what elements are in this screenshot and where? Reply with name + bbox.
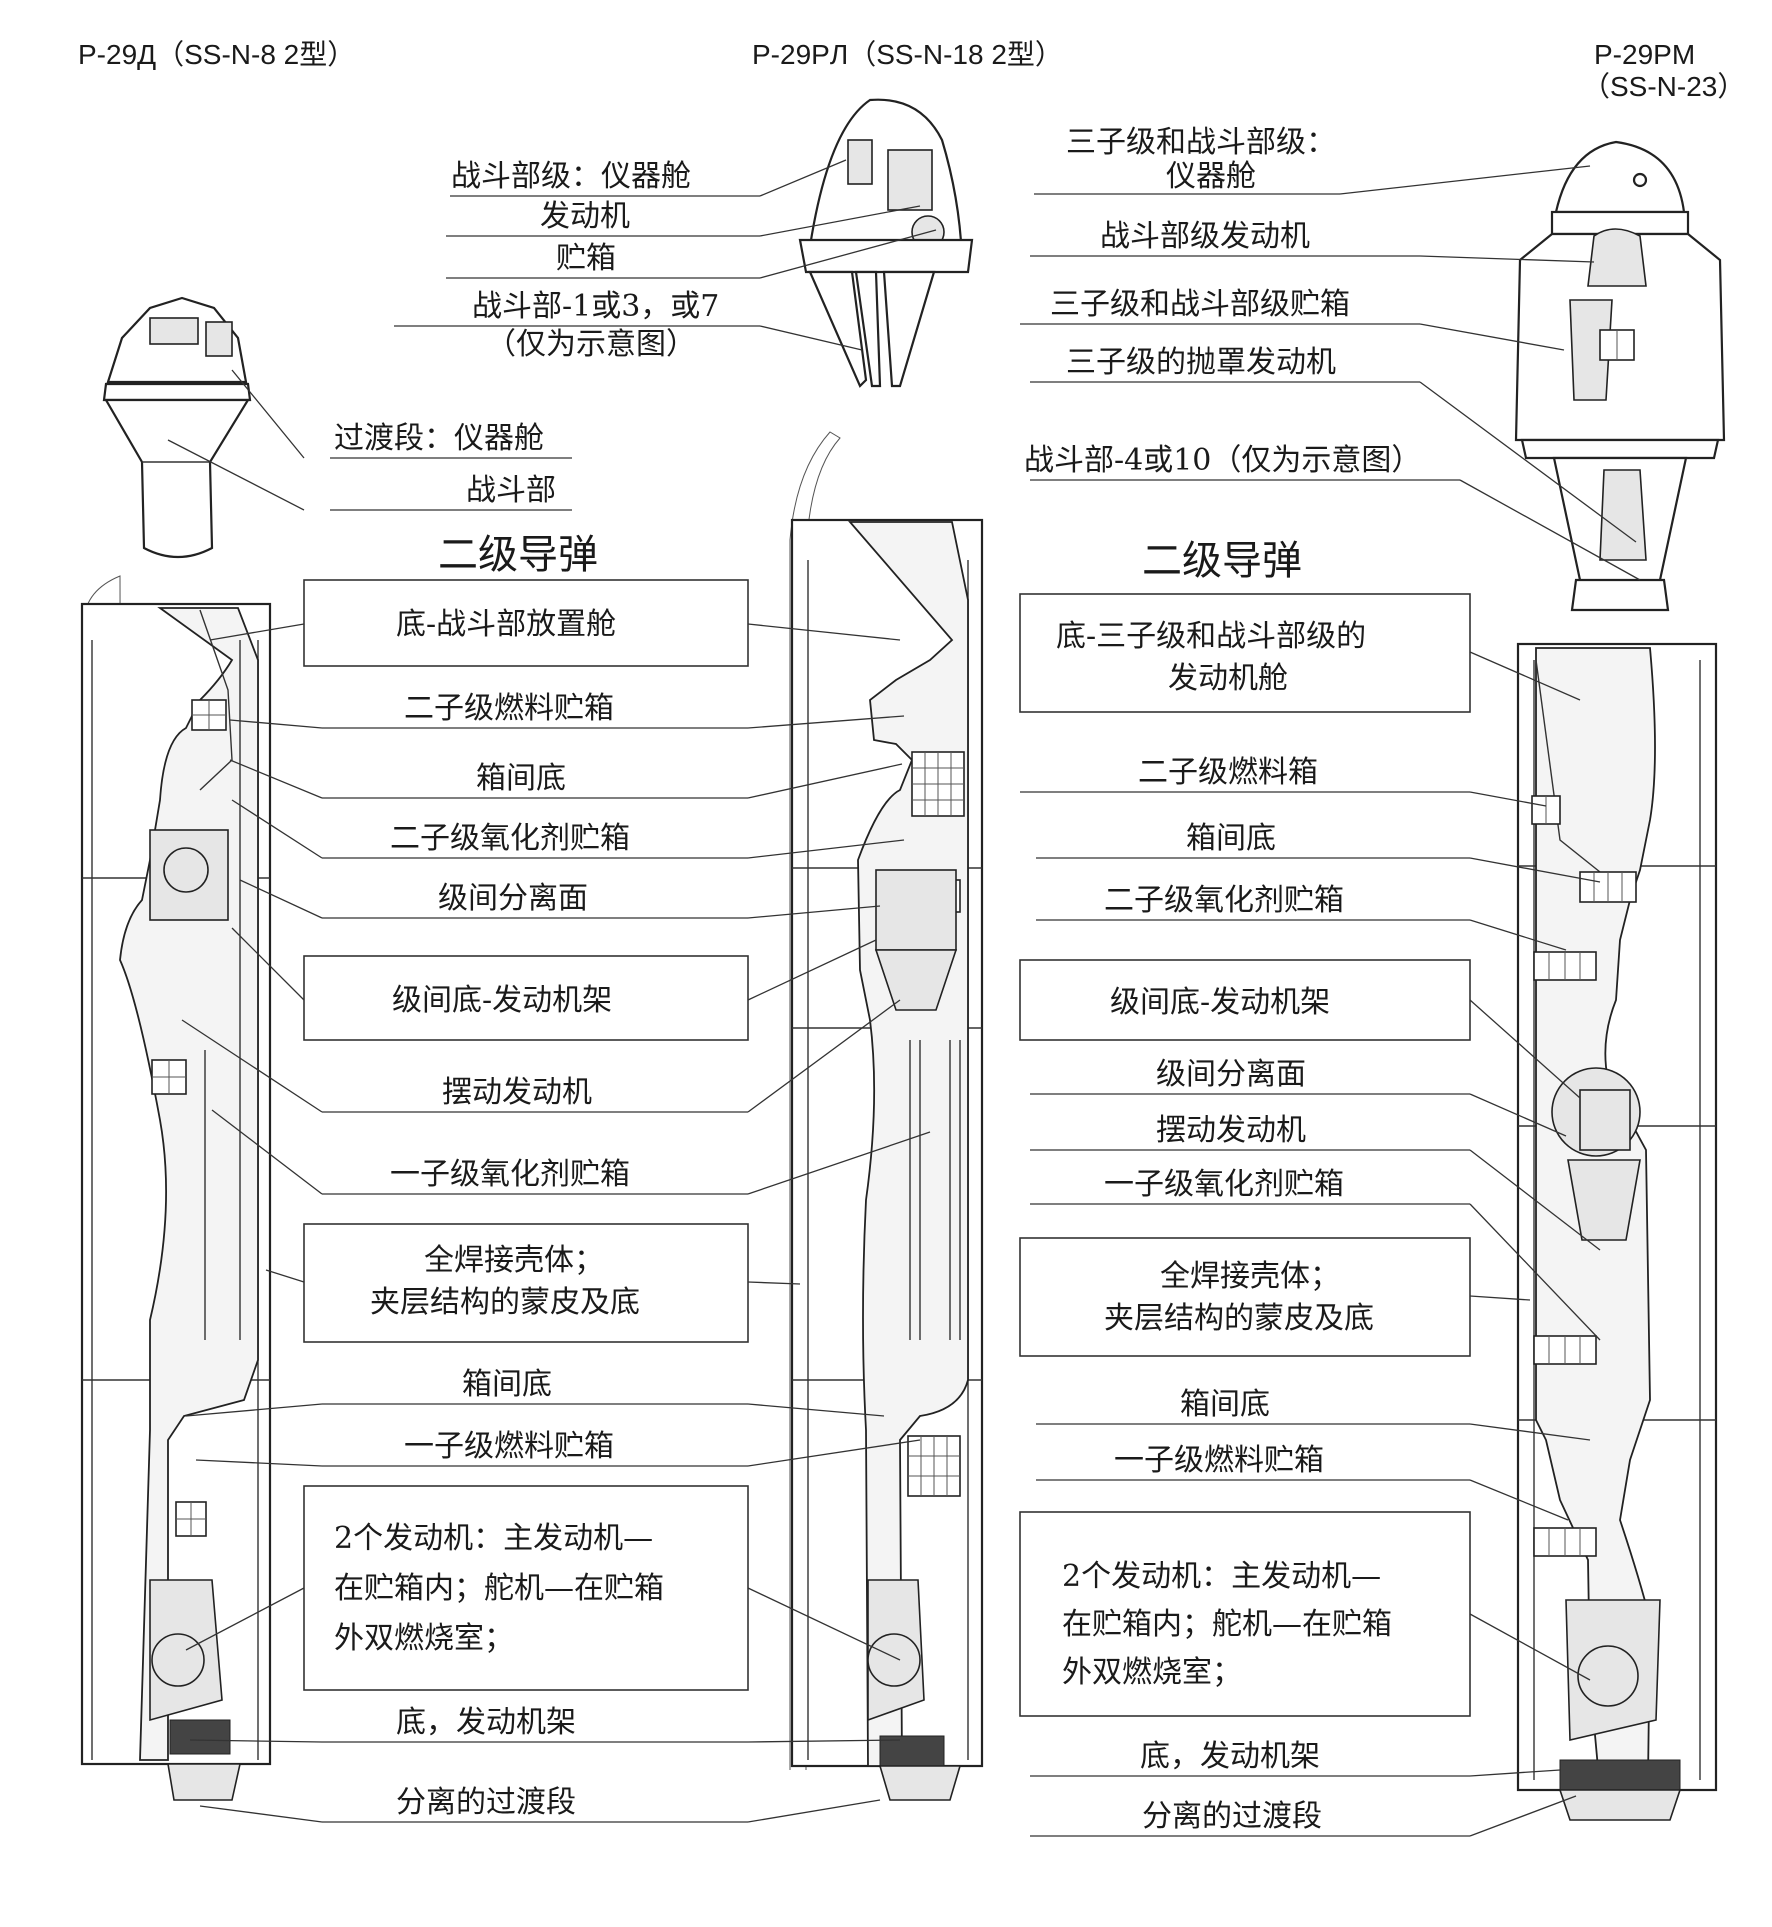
label-warheads-right: 战斗部-4或10（仅为示意图）	[1024, 443, 1421, 478]
label-welded-hull-right-1: 全焊接壳体；	[1160, 1259, 1340, 1294]
missile-r29rl	[789, 98, 984, 1801]
r29rl-warhead-stage	[798, 98, 974, 388]
leader-lines	[167, 159, 1641, 1837]
label-warhead-bay: 底-战斗部放置舱	[396, 607, 616, 642]
label-bus-engine-right: 战斗部级发动机	[1100, 219, 1310, 254]
section-two-stage-left: 二级导弹	[438, 532, 598, 578]
label-s1-fuel-right: 一子级燃料贮箱	[1114, 1443, 1324, 1478]
label-intertank-bulkhead-1: 箱间底	[476, 761, 566, 796]
label-gimbal-right: 摆动发动机	[1156, 1113, 1306, 1148]
label-intertank-right-1: 箱间底	[1186, 821, 1276, 856]
label-bus-instrument: 战斗部级：仪器舱	[451, 159, 691, 194]
label-s3-jettison-engine: 三子级的抛罩发动机	[1066, 345, 1336, 380]
label-engines-right-1: 2个发动机：主发动机—	[1062, 1559, 1381, 1594]
r29rm-third-stage	[1514, 140, 1726, 612]
label-bus-tank: 贮箱	[556, 241, 616, 276]
missile-r29d	[80, 296, 272, 1801]
label-separation-right: 级间分离面	[1156, 1057, 1306, 1092]
title-r29rm: P-29PM	[1594, 39, 1695, 70]
label-s3-instrument-1: 三子级和战斗部级：	[1066, 125, 1336, 160]
missile-r29rm	[1514, 140, 1726, 1821]
label-separated-adapter: 分离的过渡段	[396, 1785, 576, 1820]
title-r29rl: P-29PЛ（SS-N-18 2型）	[752, 39, 1063, 70]
label-s1-oxidizer-right: 一子级氧化剂贮箱	[1104, 1167, 1344, 1202]
label-bus-engine: 发动机	[540, 199, 630, 234]
label-separated-adapter-right: 分离的过渡段	[1142, 1799, 1322, 1834]
label-intertank-right-2: 箱间底	[1180, 1387, 1270, 1422]
label-engine-frame-right: 级间底-发动机架	[1110, 985, 1330, 1020]
label-stage-separation: 级间分离面	[438, 881, 588, 916]
label-s3-engine-bay-1: 底-三子级和战斗部级的	[1056, 619, 1366, 654]
label-left-warhead: 战斗部	[466, 473, 556, 508]
label-warheads-note: （仅为示意图）	[486, 327, 696, 362]
label-s2-fuel-tank: 二子级燃料贮箱	[404, 691, 614, 726]
label-gimbal-engine: 摆动发动机	[442, 1075, 592, 1110]
label-warheads-count: 战斗部-1或3，或7	[472, 289, 719, 324]
label-s2-oxidizer-right: 二子级氧化剂贮箱	[1104, 883, 1344, 918]
label-left-adapter: 过渡段：仪器舱	[334, 421, 544, 456]
label-underlines	[322, 193, 1470, 1837]
label-engines-3: 外双燃烧室；	[334, 1621, 514, 1656]
label-bottom-frame-right: 底，发动机架	[1140, 1739, 1320, 1774]
label-engines-right-2: 在贮箱内；舵机—在贮箱	[1062, 1607, 1392, 1642]
label-s2-fuel-right: 二子级燃料箱	[1138, 755, 1318, 790]
r29d-warhead	[102, 296, 252, 558]
section-two-stage-right: 二级导弹	[1142, 538, 1302, 584]
label-engines-right-3: 外双燃烧室；	[1062, 1655, 1242, 1690]
label-engines-1: 2个发动机：主发动机—	[334, 1521, 653, 1556]
label-engine-frame: 级间底-发动机架	[392, 983, 612, 1018]
label-engines-2: 在贮箱内；舵机—在贮箱	[334, 1571, 664, 1606]
label-intertank-bulkhead-2: 箱间底	[462, 1367, 552, 1402]
label-s3-tanks: 三子级和战斗部级贮箱	[1050, 287, 1350, 322]
label-s2-oxidizer-tank: 二子级氧化剂贮箱	[390, 821, 630, 856]
label-welded-hull-right-2: 夹层结构的蒙皮及底	[1104, 1301, 1374, 1336]
label-s1-fuel-tank: 一子级燃料贮箱	[404, 1429, 614, 1464]
label-bottom-engine-frame: 底，发动机架	[396, 1705, 576, 1740]
label-welded-hull-2: 夹层结构的蒙皮及底	[370, 1285, 640, 1320]
label-s1-oxidizer-tank: 一子级氧化剂贮箱	[390, 1157, 630, 1192]
title-r29d: P-29Д（SS-N-8 2型）	[78, 39, 355, 70]
label-s3-engine-bay-2: 发动机舱	[1168, 661, 1288, 696]
label-welded-hull-1: 全焊接壳体；	[424, 1243, 604, 1278]
label-s3-instrument-2: 仪器舱	[1166, 159, 1256, 194]
title-r29rm-code: （SS-N-23）	[1582, 71, 1745, 102]
